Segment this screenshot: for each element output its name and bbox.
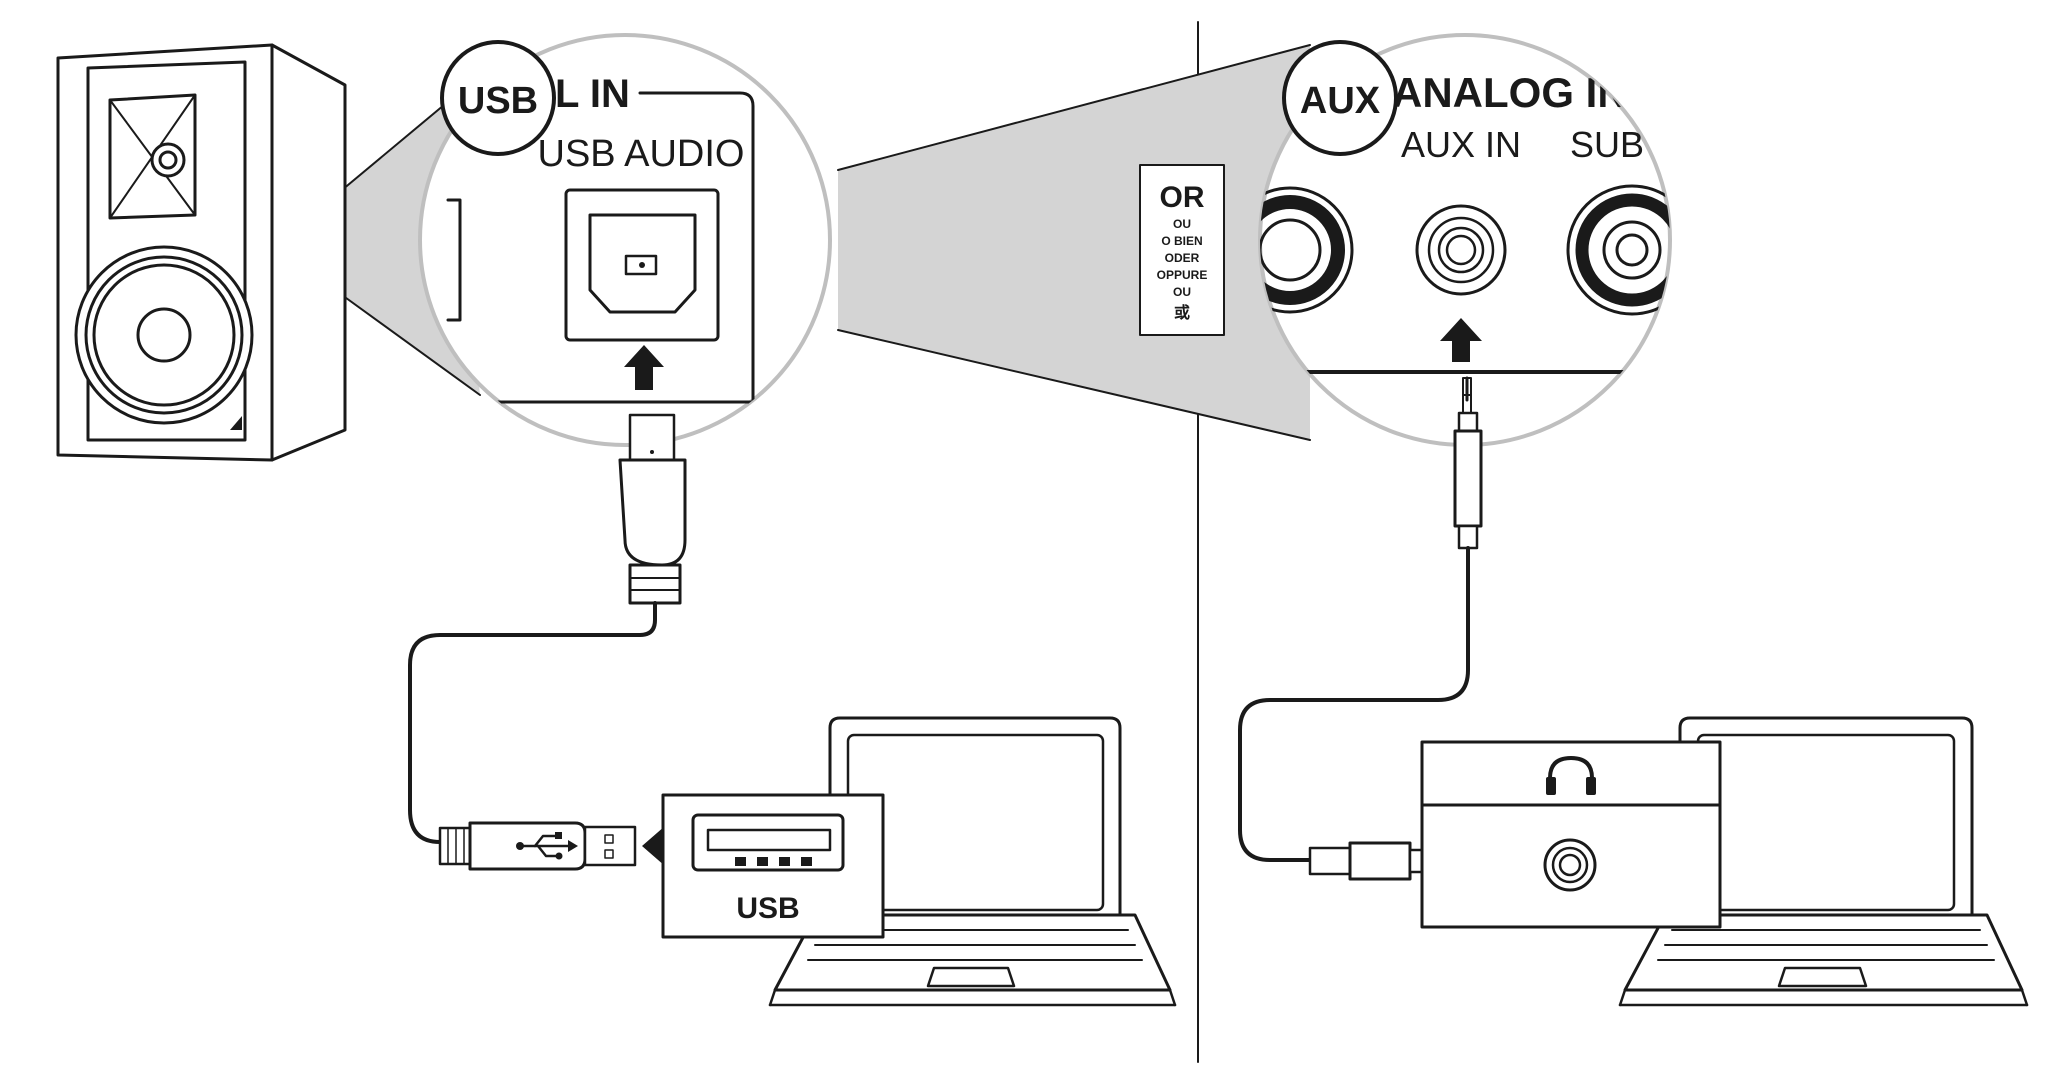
aux-in-jack xyxy=(1415,204,1507,296)
or-separator-box-front: OR OU O BIEN ODER OPPURE OU 或 xyxy=(1139,164,1225,336)
headphone-jack xyxy=(1543,838,1597,892)
usb-cable xyxy=(408,413,687,871)
usb-up-arrow xyxy=(624,345,664,390)
usb-b-port xyxy=(564,188,720,342)
or-line: 或 xyxy=(1174,303,1190,322)
usb-badge: USB xyxy=(458,80,538,122)
or-line: ODER xyxy=(1165,251,1200,265)
usb-zoom-callout: L IN USB AUDIO USB xyxy=(418,33,832,447)
laptop-headphone-panel xyxy=(1420,740,1722,929)
or-title: OR xyxy=(1160,181,1205,214)
aux-callout-beam xyxy=(838,45,1310,440)
usb-audio-label: USB AUDIO xyxy=(538,133,745,175)
aux-badge: AUX xyxy=(1300,80,1381,122)
headphones-icon xyxy=(1546,756,1596,795)
left-rca-jack xyxy=(1260,186,1354,314)
aux-up-arrow xyxy=(1440,318,1482,362)
sub-out-label-fragment: SUB O xyxy=(1570,124,1682,165)
or-line: OPPURE xyxy=(1157,268,1208,282)
usb-trident-icon xyxy=(516,832,578,860)
or-line: OU xyxy=(1173,217,1191,231)
laptop-usb-port-panel: USB xyxy=(661,793,885,939)
aux-in-label: AUX IN xyxy=(1401,124,1521,165)
or-line: OU xyxy=(1173,285,1191,299)
sub-out-rca-jack xyxy=(1566,184,1670,316)
aux-cable xyxy=(1238,376,1483,881)
bookshelf-speaker xyxy=(56,43,347,462)
aux-zoom-callout: ANALOG IN/ AUX IN SUB O xyxy=(1258,33,1682,447)
usb-panel-header: L IN xyxy=(555,72,630,116)
laptop-usb-label: USB xyxy=(736,892,799,925)
aux-panel-header: ANALOG IN/ xyxy=(1392,69,1640,116)
or-line: O BIEN xyxy=(1161,234,1202,248)
